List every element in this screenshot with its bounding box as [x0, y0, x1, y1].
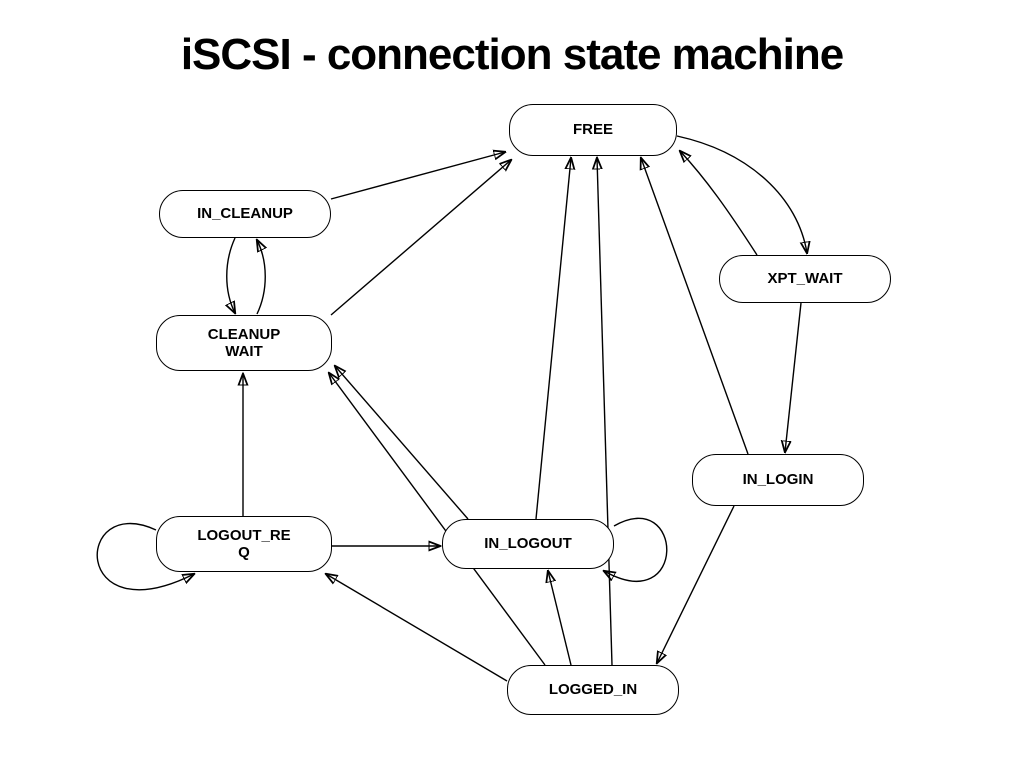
state-label-in-cleanup: IN_CLEANUP — [197, 205, 293, 223]
state-label-xpt-wait: XPT_WAIT — [767, 270, 843, 288]
edge-cleanup_wait-to-in_cleanup — [257, 240, 265, 315]
state-label-logged-in: LOGGED_IN — [548, 681, 638, 699]
edge-xpt_wait-to-free — [680, 151, 758, 256]
edge-in_login-to-logged_in — [657, 505, 735, 663]
edge-logged_in-to-cleanup_wait — [329, 373, 546, 666]
edge-xpt_wait-to-in_login — [785, 302, 802, 452]
state-node-in-login: IN_LOGIN — [692, 454, 864, 506]
edge-logged_in-to-logout_req — [326, 574, 508, 682]
edge-in_logout-to-free — [535, 158, 571, 520]
state-label-free: FREE — [572, 121, 613, 139]
edge-in_logout-to-cleanup_wait — [335, 366, 469, 520]
state-node-logout-req: LOGOUT_RE Q — [156, 516, 332, 572]
state-label-in-login: IN_LOGIN — [742, 471, 814, 489]
state-label-logout-req-line2: Q — [238, 544, 250, 561]
edge-in_cleanup-to-cleanup_wait — [227, 237, 235, 313]
state-label-cleanup-wait-line2: WAIT — [225, 343, 263, 360]
edge-in_logout-self-loop — [604, 517, 668, 581]
state-node-in-logout: IN_LOGOUT — [442, 519, 614, 569]
state-label-logout-req-line1: LOGOUT_RE — [197, 526, 291, 544]
edge-cleanup_wait-to-free — [330, 160, 511, 316]
edge-logged_in-to-free — [597, 158, 613, 666]
state-node-logged-in: LOGGED_IN — [507, 665, 679, 715]
state-node-cleanup-wait: CLEANUP WAIT — [156, 315, 332, 371]
edge-logout_req-self-loop — [96, 522, 194, 591]
edge-logged_in-to-in_logout — [548, 571, 572, 666]
state-node-free: FREE — [509, 104, 677, 156]
diagram-title: iSCSI - connection state machine — [180, 30, 844, 79]
state-label-in-logout: IN_LOGOUT — [484, 535, 572, 553]
state-node-xpt-wait: XPT_WAIT — [719, 255, 891, 303]
edge-in_login-to-free — [641, 158, 749, 455]
state-node-in-cleanup: IN_CLEANUP — [159, 190, 331, 238]
edge-free-to-xpt_wait — [676, 135, 807, 253]
edge-in_cleanup-to-free — [330, 152, 505, 200]
state-label-cleanup-wait-line1: CLEANUP — [207, 325, 281, 343]
